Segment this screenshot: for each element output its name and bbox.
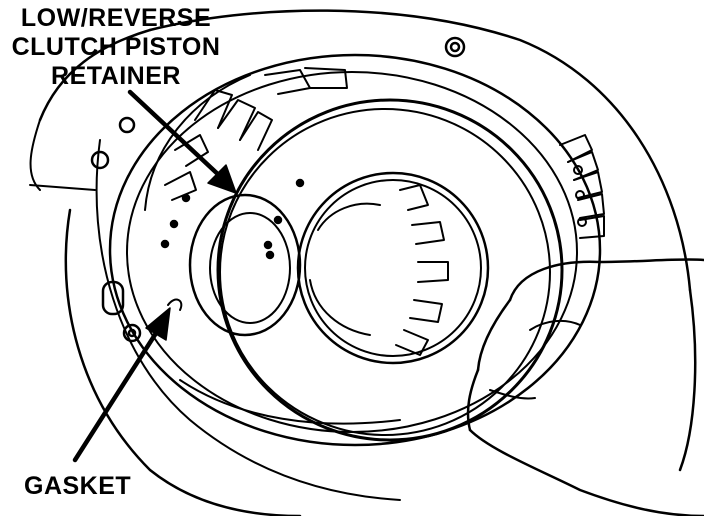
case-bolt xyxy=(122,323,142,343)
retainer-callout-arrow xyxy=(127,89,237,194)
piston-retainer-label-line3: RETAINER xyxy=(51,62,181,90)
piston-retainer-label: LOW/REVERSE CLUTCH PISTON RETAINER xyxy=(0,6,232,93)
housing-rings xyxy=(108,53,602,447)
clutch-teeth xyxy=(164,67,605,239)
piston-seat xyxy=(160,193,302,337)
case-bolt-hole xyxy=(118,116,136,134)
transmission-case xyxy=(29,9,697,516)
case-bolt-hole xyxy=(90,150,110,170)
case-bolt xyxy=(444,36,466,58)
gasket-callout-arrow xyxy=(72,307,171,463)
piston-retainer-label-line1: LOW/REVERSE xyxy=(20,4,212,32)
piston-retainer xyxy=(216,98,564,442)
piston-retainer-label-line2: CLUTCH PISTON xyxy=(11,33,221,61)
gasket-label: GASKET xyxy=(24,472,132,500)
hand xyxy=(466,258,704,516)
